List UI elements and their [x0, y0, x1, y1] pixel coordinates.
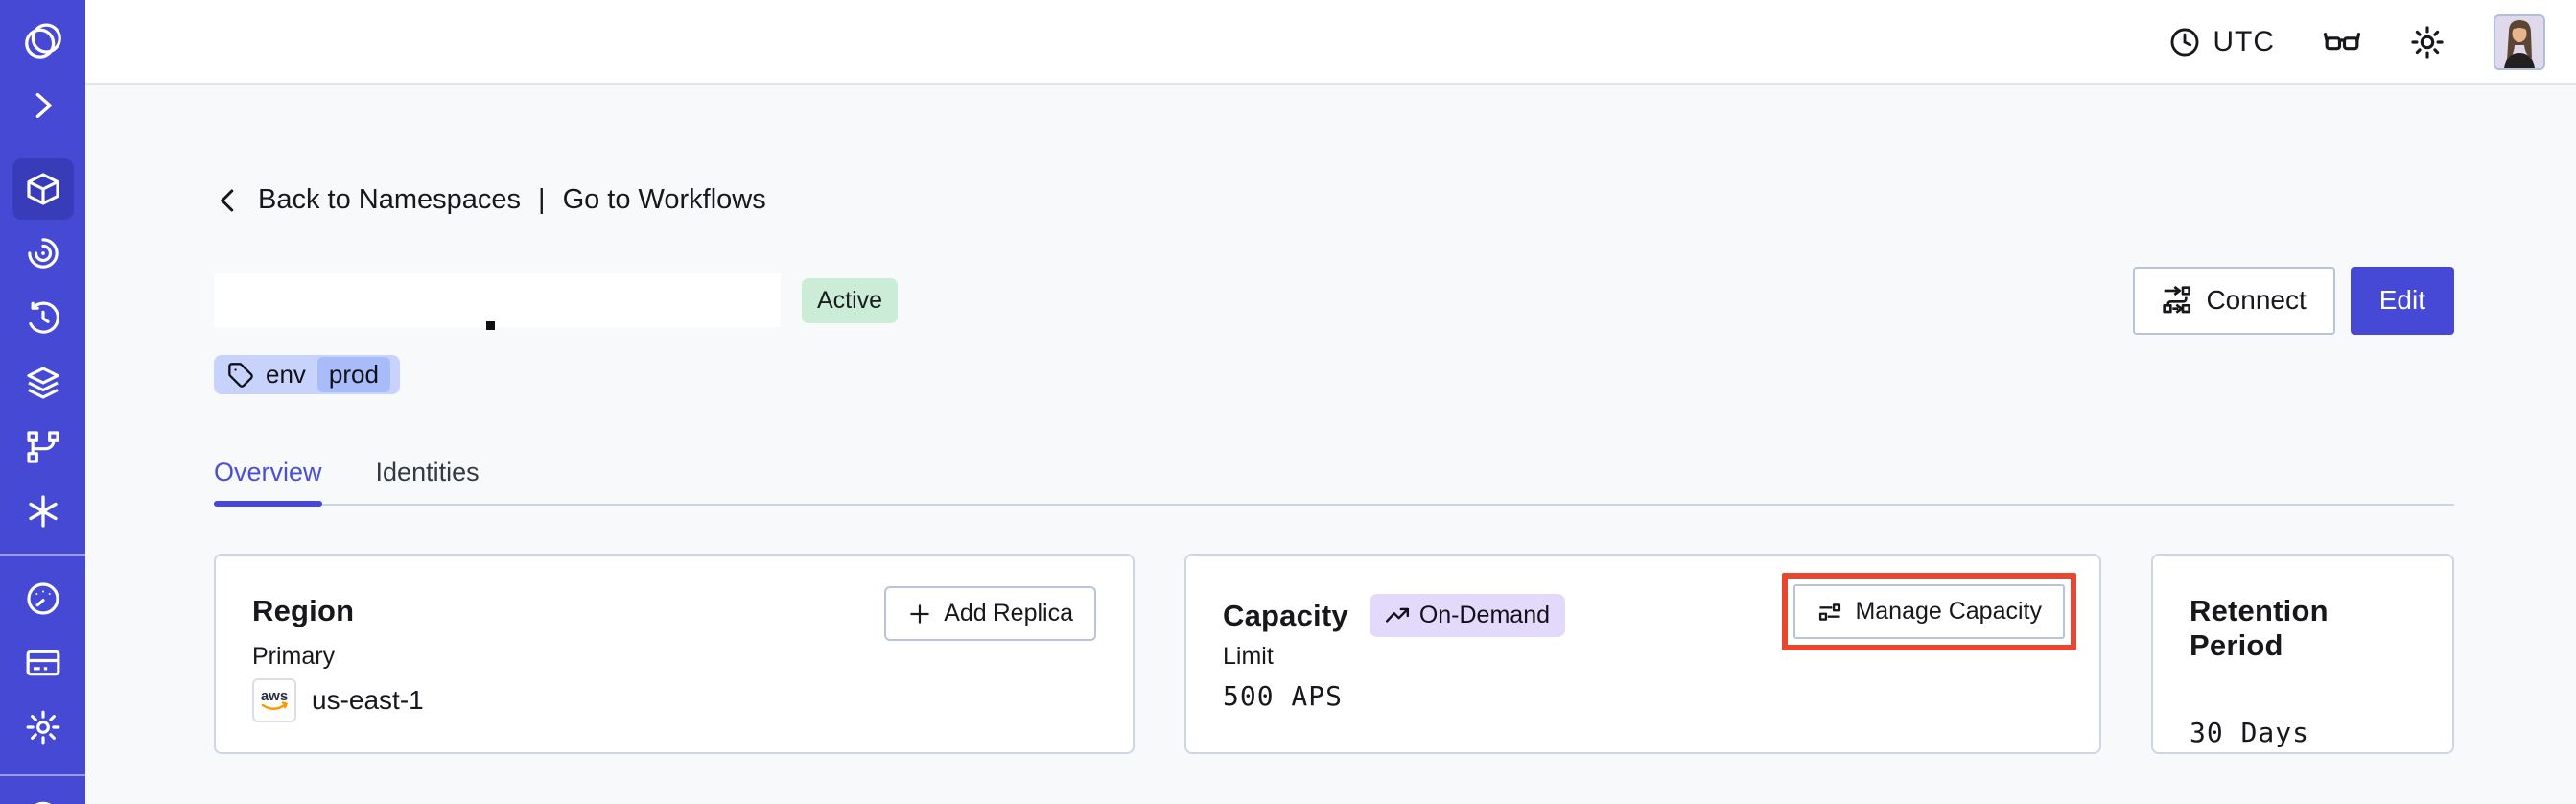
- avatar[interactable]: [2494, 13, 2545, 70]
- connect-button-label: Connect: [2206, 285, 2307, 315]
- clock-icon: [2168, 26, 2201, 59]
- trending-up-icon: [1385, 603, 1410, 628]
- namespace-title-redacted: [214, 273, 781, 327]
- connect-icon: [2162, 285, 2192, 316]
- capacity-card: Capacity On-Demand: [1184, 554, 2101, 754]
- add-replica-label: Add Replica: [944, 600, 1073, 627]
- breadcrumb: Back to Namespaces | Go to Workflows: [214, 184, 2454, 216]
- timezone-selector[interactable]: UTC: [2168, 26, 2275, 59]
- chevron-right-icon[interactable]: [12, 75, 74, 136]
- capacity-card-title: Capacity: [1223, 598, 1348, 632]
- branch-icon[interactable]: [12, 416, 74, 478]
- temporal-logo-icon[interactable]: [12, 11, 74, 72]
- title-dot: [486, 321, 495, 330]
- manage-capacity-button[interactable]: Manage Capacity: [1793, 584, 2065, 639]
- settings-gear-icon[interactable]: [12, 697, 74, 758]
- manage-capacity-highlight-ring: Manage Capacity: [1782, 573, 2076, 650]
- breadcrumb-workflows-link[interactable]: Go to Workflows: [562, 184, 766, 215]
- gauge-icon[interactable]: [12, 568, 74, 629]
- edit-button[interactable]: Edit: [2350, 266, 2454, 335]
- tab-identities[interactable]: Identities: [375, 458, 480, 486]
- namespace-title-group: Active: [214, 273, 899, 330]
- limit-label: Limit: [1223, 643, 1274, 670]
- retention-value: 30 Days: [2190, 717, 2310, 748]
- status-badge: Active: [802, 277, 899, 323]
- env-tag[interactable]: env prod: [214, 355, 400, 394]
- namespaces-cube-icon[interactable]: [12, 158, 74, 220]
- timer-icon[interactable]: [12, 288, 74, 349]
- aws-logo-icon: aws: [252, 678, 296, 722]
- help-circle-icon[interactable]: [12, 784, 74, 804]
- capacity-card-head: Capacity On-Demand: [1223, 573, 2076, 650]
- tag-value: prod: [316, 357, 390, 392]
- connect-button[interactable]: Connect: [2133, 266, 2335, 335]
- region-card-head: Region Add Replica: [252, 586, 1096, 641]
- on-demand-badge: On-Demand: [1369, 594, 1565, 637]
- chevron-left-icon[interactable]: [214, 186, 243, 215]
- plus-icon: [907, 602, 932, 627]
- content: Back to Namespaces | Go to Workflows Act…: [85, 85, 2576, 804]
- namespace-header: Active: [214, 266, 2454, 335]
- main-area: UTC: [85, 0, 2576, 804]
- region-card-title: Region: [252, 594, 355, 627]
- region-value: us-east-1: [312, 685, 424, 715]
- region-card: Region Add Replica Primary: [214, 554, 1135, 754]
- manage-capacity-label: Manage Capacity: [1855, 598, 2042, 625]
- tab-bar: Overview Identities: [214, 458, 2454, 507]
- sidebar-divider: [0, 774, 85, 776]
- region-value-row: aws us-east-1: [252, 678, 1096, 722]
- retention-card: Retention Period 30 Days: [2151, 554, 2454, 754]
- layers-icon[interactable]: [12, 352, 74, 414]
- billing-card-icon[interactable]: [12, 632, 74, 694]
- asterisk-icon[interactable]: [12, 481, 74, 542]
- tag-key: env: [266, 360, 306, 389]
- primary-label: Primary: [252, 643, 336, 670]
- on-demand-badge-label: On-Demand: [1418, 602, 1550, 628]
- header-actions: Connect Edit: [2133, 266, 2454, 335]
- retention-card-title: Retention Period: [2190, 594, 2329, 662]
- svg-text:aws: aws: [261, 688, 288, 704]
- sidebar-divider: [0, 554, 85, 556]
- limit-value: 500 APS: [1223, 680, 1344, 712]
- timezone-label: UTC: [2213, 25, 2275, 58]
- glasses-icon[interactable]: [2323, 23, 2361, 61]
- tab-overview[interactable]: Overview: [214, 458, 322, 507]
- tag-row: env prod: [214, 355, 2454, 394]
- tag-icon: [227, 362, 254, 389]
- edit-button-label: Edit: [2378, 285, 2425, 315]
- sidebar: [0, 0, 85, 804]
- add-replica-button[interactable]: Add Replica: [884, 586, 1096, 641]
- cards-row: Region Add Replica Primary: [214, 554, 2454, 754]
- sun-icon[interactable]: [2409, 24, 2446, 60]
- topbar: UTC: [85, 0, 2576, 85]
- breadcrumb-separator: |: [538, 184, 546, 215]
- sliders-icon: [1816, 599, 1843, 626]
- breadcrumb-back-link[interactable]: Back to Namespaces: [258, 184, 522, 215]
- spiral-eye-icon[interactable]: [12, 223, 74, 284]
